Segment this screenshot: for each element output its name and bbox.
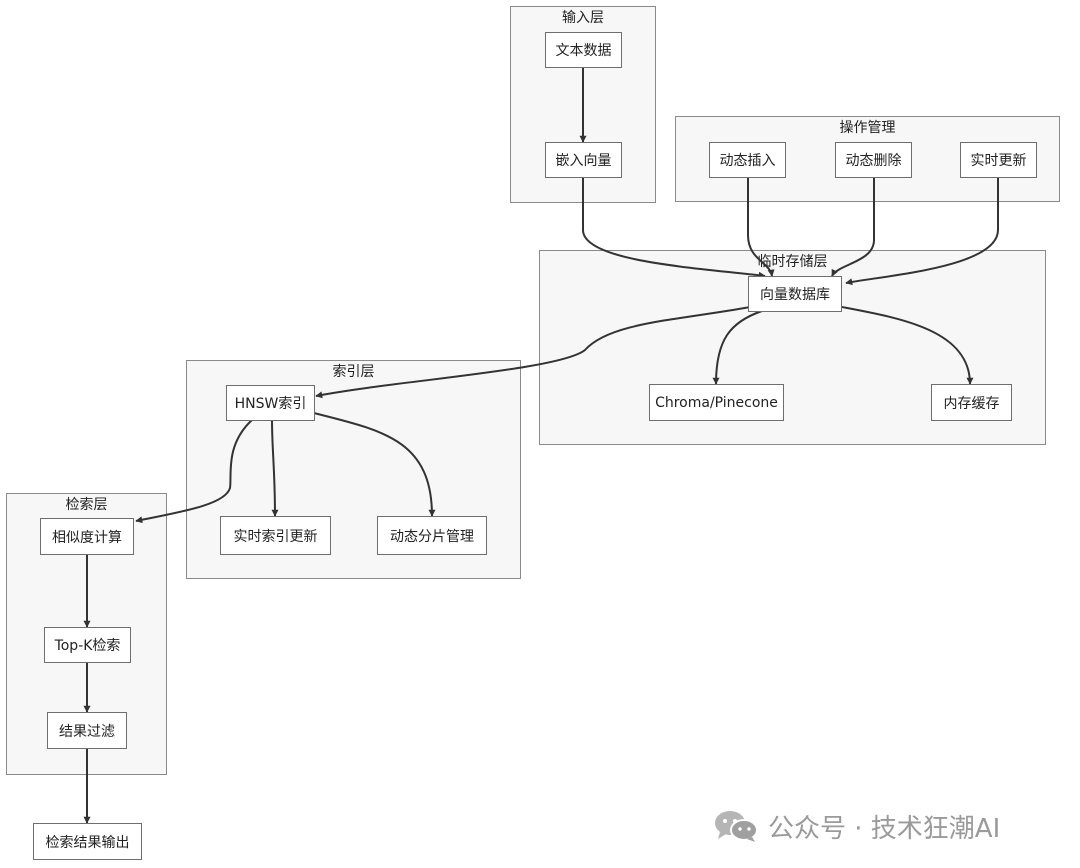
- watermark: 公众号 · 技术狂潮AI: [712, 806, 1000, 846]
- node-hnsw-index: HNSW索引: [226, 385, 315, 421]
- node-vector-db: 向量数据库: [748, 276, 842, 312]
- group-title-ops: 操作管理: [839, 120, 896, 136]
- node-text-data: 文本数据: [545, 32, 622, 68]
- watermark-text: 公众号 · 技术狂潮AI: [768, 813, 1001, 844]
- node-dynamic-shard: 动态分片管理: [377, 516, 487, 555]
- node-embed-vector: 嵌入向量: [545, 142, 622, 178]
- group-title-storage: 临时存储层: [757, 254, 828, 270]
- node-similarity: 相似度计算: [40, 518, 134, 555]
- node-realtime-index-update: 实时索引更新: [220, 516, 331, 555]
- node-chroma-pinecone: Chroma/Pinecone: [649, 384, 784, 421]
- group-title-index: 索引层: [332, 364, 375, 380]
- node-topk: Top-K检索: [44, 627, 131, 663]
- node-memory-cache: 内存缓存: [931, 384, 1012, 421]
- group-title-input: 输入层: [562, 10, 604, 26]
- node-dynamic-insert: 动态插入: [709, 142, 786, 178]
- node-dynamic-delete: 动态删除: [835, 142, 912, 178]
- node-realtime-update: 实时更新: [960, 142, 1037, 178]
- node-output: 检索结果输出: [33, 823, 142, 860]
- group-title-search: 检索层: [65, 497, 108, 513]
- node-result-filter: 结果过滤: [47, 712, 127, 749]
- wechat-icon: [715, 811, 758, 842]
